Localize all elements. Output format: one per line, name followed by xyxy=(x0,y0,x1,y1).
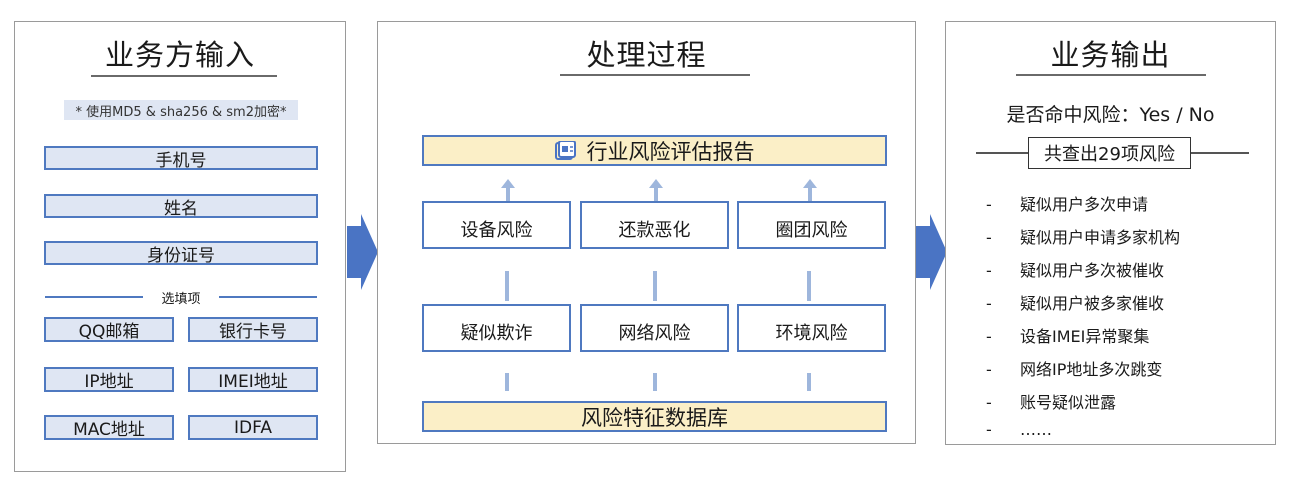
risk-environment: 环境风险 xyxy=(737,304,886,352)
connector-bar xyxy=(653,373,657,391)
industry-risk-report: 行业风险评估报告 xyxy=(422,135,887,166)
risk-list-item: -…… xyxy=(986,420,1052,439)
field-name: 姓名 xyxy=(44,194,318,219)
field-mac-address: MAC地址 xyxy=(44,415,174,440)
risk-list-item: -账号疑似泄露 xyxy=(986,393,1117,412)
field-bank-card: 银行卡号 xyxy=(188,317,318,342)
risk-hit-question: 是否命中风险：Yes / No xyxy=(1006,104,1215,126)
risk-count-box: 共查出29项风险 xyxy=(1028,137,1191,169)
report-label: 行业风险评估报告 xyxy=(586,139,755,164)
optional-separator-left xyxy=(45,296,143,298)
big-right-arrow-icon xyxy=(347,214,378,290)
risk-feature-database: 风险特征数据库 xyxy=(422,401,887,432)
connector-bar xyxy=(807,271,811,301)
up-arrow-icon xyxy=(649,179,663,203)
risk-repayment-deterioration: 还款恶化 xyxy=(580,201,729,249)
risk-list-item: -设备IMEI异常聚集 xyxy=(986,327,1150,346)
connector-bar xyxy=(505,271,509,301)
connector-bar xyxy=(505,373,509,391)
process-panel: 处理过程 行业风险评估报告 设备风险 还款恶化 圈团风险 疑似欺诈 网络风险 环… xyxy=(377,21,916,444)
risk-suspected-fraud: 疑似欺诈 xyxy=(422,304,571,352)
output-panel: 业务输出 是否命中风险：Yes / No 共查出29项风险 -疑似用户多次申请 … xyxy=(945,21,1276,445)
optional-label: 选填项 xyxy=(161,292,201,307)
process-title-underline xyxy=(560,74,750,76)
field-imei-address: IMEI地址 xyxy=(188,367,318,392)
count-line-left xyxy=(976,152,1028,154)
input-panel-title: 业务方输入 xyxy=(104,38,255,72)
risk-device: 设备风险 xyxy=(422,201,571,249)
risk-group: 圈团风险 xyxy=(737,201,886,249)
up-arrow-icon xyxy=(803,179,817,203)
risk-list-item: -疑似用户多次被催收 xyxy=(986,261,1165,280)
risk-list-item: -网络IP地址多次跳变 xyxy=(986,360,1163,379)
report-icon xyxy=(554,140,576,160)
field-idfa: IDFA xyxy=(188,415,318,440)
process-panel-title: 处理过程 xyxy=(586,38,707,72)
input-panel: 业务方输入 * 使用MD5 & sha256 & sm2加密* 手机号 姓名 身… xyxy=(14,21,346,472)
output-panel-title: 业务输出 xyxy=(1050,38,1171,72)
risk-network: 网络风险 xyxy=(580,304,729,352)
field-phone: 手机号 xyxy=(44,146,318,171)
risk-list-item: -疑似用户被多家催收 xyxy=(986,294,1165,313)
risk-list-item: -疑似用户多次申请 xyxy=(986,195,1149,214)
encryption-note: * 使用MD5 & sha256 & sm2加密* xyxy=(64,100,298,120)
connector-bar xyxy=(653,271,657,301)
output-title-underline xyxy=(1016,74,1206,76)
optional-separator-right xyxy=(219,296,317,298)
up-arrow-icon xyxy=(501,179,515,203)
field-ip-address: IP地址 xyxy=(44,367,174,392)
field-qq-email: QQ邮箱 xyxy=(44,317,174,342)
input-title-underline xyxy=(91,75,277,77)
big-right-arrow-icon xyxy=(916,214,947,290)
risk-list-item: -疑似用户申请多家机构 xyxy=(986,228,1181,247)
field-id-number: 身份证号 xyxy=(44,241,318,266)
count-line-right xyxy=(1191,152,1249,154)
connector-bar xyxy=(807,373,811,391)
